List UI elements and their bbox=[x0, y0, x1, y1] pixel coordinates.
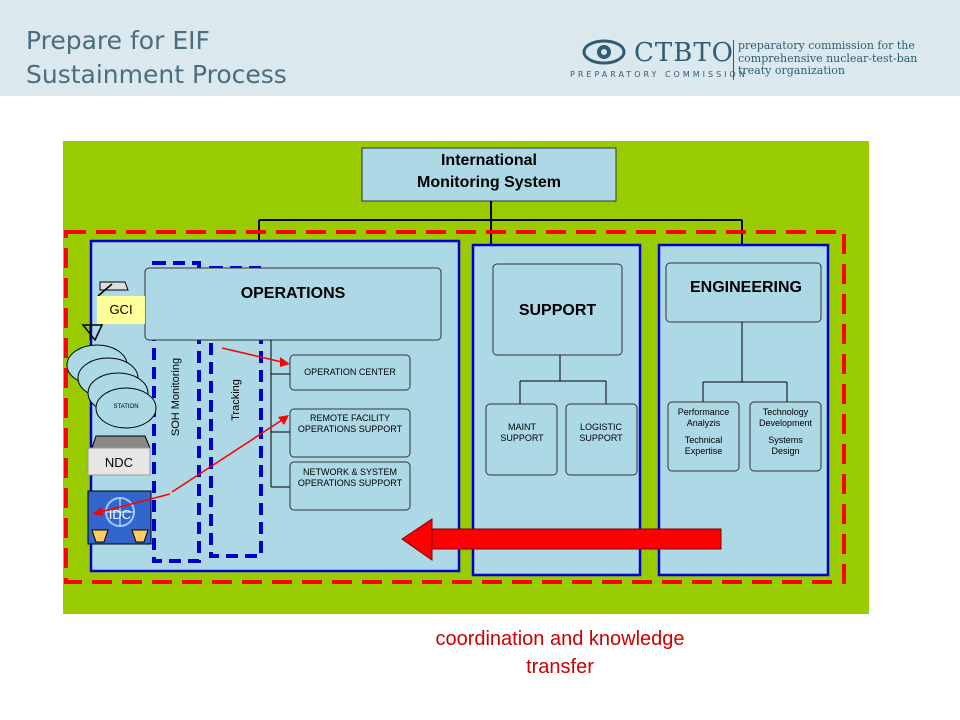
network-system-label: NETWORK & SYSTEM OPERATIONS SUPPORT bbox=[297, 467, 403, 488]
technology-box bbox=[749, 401, 822, 472]
technology-line1: Technology bbox=[762, 407, 809, 417]
logo-tagline: preparatory commission for the comprehen… bbox=[738, 39, 918, 78]
idc-label: IDC bbox=[108, 507, 132, 522]
ims-title: International Monitoring System bbox=[362, 150, 616, 194]
ndc-label: NDC bbox=[104, 455, 134, 470]
support-label: SUPPORT bbox=[518, 302, 597, 319]
performance-line4: Expertise bbox=[684, 446, 723, 456]
gci-label: GCI bbox=[109, 302, 133, 317]
operation-center-box bbox=[289, 354, 411, 391]
engineering-connectors bbox=[702, 322, 788, 402]
engineering-box bbox=[665, 262, 822, 323]
ims-title-line2: Monitoring System bbox=[416, 174, 561, 191]
red-dashed-boundary bbox=[64, 230, 846, 584]
red-arrows bbox=[92, 347, 290, 516]
network-system-box bbox=[289, 461, 411, 511]
engineering-label: ENGINEERING bbox=[689, 279, 802, 296]
caption-line1: coordination and knowledge bbox=[435, 628, 685, 650]
support-box bbox=[492, 263, 623, 356]
operations-label: OPERATIONS bbox=[240, 285, 346, 302]
header-band bbox=[0, 0, 960, 96]
big-left-arrow bbox=[401, 518, 722, 561]
ctbto-eye-icon bbox=[582, 39, 626, 65]
technology-line3: Systems bbox=[768, 435, 803, 445]
ndc-icon bbox=[87, 435, 151, 476]
slide-title: Prepare for EIF Sustainment Process bbox=[26, 24, 287, 92]
logo-tagline-2: comprehensive nuclear-test-ban bbox=[738, 51, 918, 65]
performance-box bbox=[667, 401, 740, 472]
soh-monitoring-label: SOH Monitoring bbox=[170, 357, 182, 437]
logo-name: CTBTO bbox=[634, 38, 734, 68]
logo-tagline-1: preparatory commission for the bbox=[738, 39, 915, 52]
support-connectors bbox=[519, 355, 607, 404]
slide-title-line1: Prepare for EIF bbox=[26, 26, 210, 55]
remote-facility-box bbox=[289, 408, 411, 458]
logistic-support-box bbox=[565, 403, 638, 476]
slide-title-line2: Sustainment Process bbox=[26, 60, 287, 89]
ims-title-line1: International bbox=[440, 152, 537, 169]
ims-box bbox=[361, 147, 617, 202]
ops-children-connectors bbox=[270, 340, 290, 488]
logistic-support-label: LOGISTIC SUPPORT bbox=[579, 422, 623, 443]
technology-line4: Design bbox=[771, 446, 800, 456]
caption-line2: transfer bbox=[526, 656, 594, 678]
satellite-dish-icon bbox=[81, 281, 129, 342]
logo-divider bbox=[733, 40, 734, 80]
logo-tagline-3: treaty organization bbox=[738, 64, 845, 77]
performance-line2: Analyzis bbox=[686, 418, 721, 428]
idc-icon bbox=[87, 490, 152, 545]
remote-facility-label: REMOTE FACILITY OPERATIONS SUPPORT bbox=[297, 413, 403, 434]
performance-label: Performance Analyzis Technical Expertise bbox=[668, 407, 739, 457]
station-icons bbox=[66, 344, 157, 429]
maint-support-label: MAINT SUPPORT bbox=[500, 422, 544, 443]
station-label: STATION bbox=[113, 404, 139, 410]
operations-box bbox=[144, 267, 442, 341]
ctbto-logo: CTBTO PREPARATORY COMMISSION preparatory… bbox=[568, 36, 948, 86]
technology-label: Technology Development Systems Design bbox=[750, 407, 821, 457]
tracking-label: Tracking bbox=[230, 379, 242, 421]
logo-subtitle: PREPARATORY COMMISSION bbox=[570, 70, 748, 79]
gci-box bbox=[97, 296, 145, 324]
performance-line3: Technical bbox=[684, 435, 723, 445]
maint-support-box bbox=[485, 403, 558, 476]
caption: coordination and knowledge transfer bbox=[380, 625, 740, 681]
technology-line2: Development bbox=[758, 418, 813, 428]
performance-line1: Performance bbox=[677, 407, 730, 417]
operation-center-label: OPERATION CENTER bbox=[304, 367, 396, 377]
